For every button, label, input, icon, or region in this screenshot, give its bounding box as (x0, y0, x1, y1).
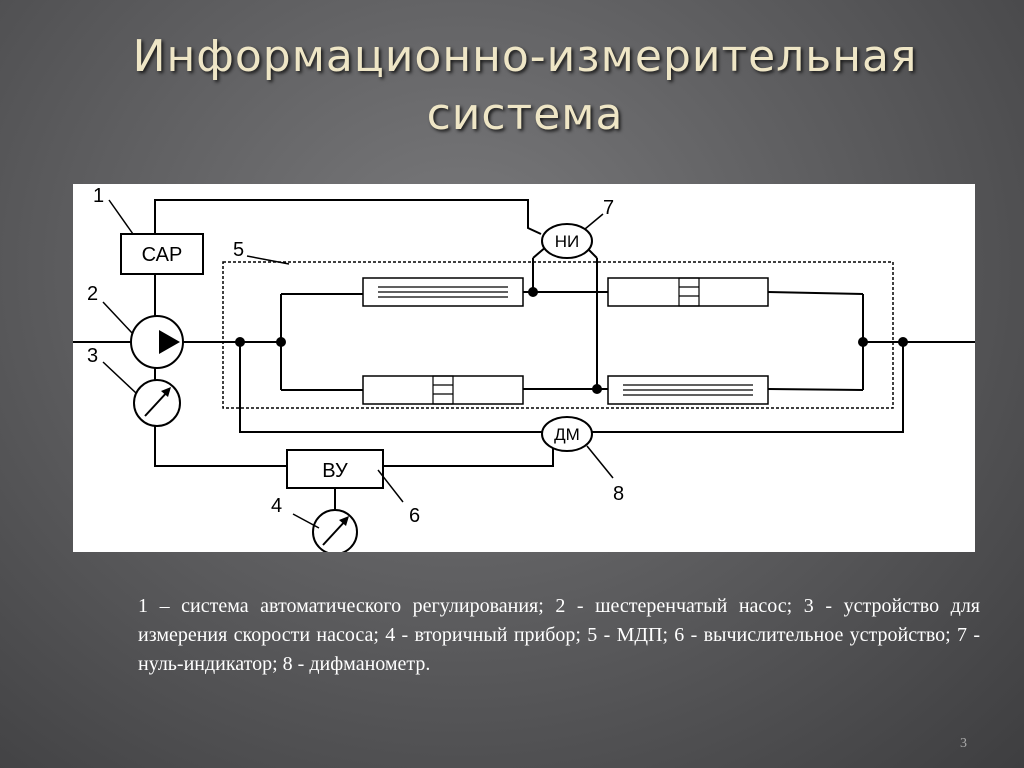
callout-8: 8 (613, 483, 624, 505)
callout-7: 7 (603, 197, 614, 219)
measurement-system-diagram: НИ ДМ САР ВУ (73, 185, 975, 552)
dm-right-line (591, 342, 904, 433)
differential-manometer (541, 416, 593, 452)
slide-title: Информационно-измерительная система (60, 28, 990, 144)
secondary-instrument-needle-icon (339, 516, 349, 526)
gear-pump (130, 315, 184, 369)
slide-title-line-2: система (426, 89, 624, 140)
sar-block (120, 233, 204, 275)
vu-label: ВУ (322, 460, 348, 482)
null-indicator-label: НИ (555, 232, 580, 251)
lower-grid-element (362, 375, 524, 405)
pump-arrow-icon (159, 330, 180, 354)
slide-number: 3 (960, 736, 967, 751)
meter-to-vu-line (154, 426, 287, 467)
junction-dot (276, 337, 286, 347)
callout-6: 6 (409, 505, 420, 527)
callout-2: 2 (87, 283, 98, 305)
upper-capillary-element (362, 277, 524, 307)
null-indicator (541, 223, 593, 259)
diagram-legend-caption: 1 – система автоматического регулировани… (138, 595, 980, 675)
callout-1: 1 (93, 185, 104, 207)
junction-dot (528, 287, 538, 297)
vu-to-dm-line (383, 448, 554, 467)
diagram-panel: НИ ДМ САР ВУ (73, 184, 975, 552)
speed-meter-needle-icon (161, 387, 171, 397)
callout-3: 3 (87, 345, 98, 367)
upper-grid-element (607, 277, 769, 307)
sar-feedback-line (154, 199, 542, 235)
callout-4: 4 (271, 495, 282, 517)
junction-dot (858, 337, 868, 347)
lower-capillary-element (607, 375, 769, 405)
junction-dot (592, 384, 602, 394)
differential-manometer-label: ДМ (554, 425, 580, 444)
callout-5: 5 (233, 239, 244, 261)
upper-branch-line-3 (767, 291, 864, 295)
mdp-boundary (222, 261, 894, 409)
sar-label: САР (142, 244, 183, 266)
dm-left-line (239, 342, 543, 433)
lower-branch-line-3 (767, 388, 864, 391)
slide-title-line-1: Информационно-измерительная (132, 31, 918, 82)
